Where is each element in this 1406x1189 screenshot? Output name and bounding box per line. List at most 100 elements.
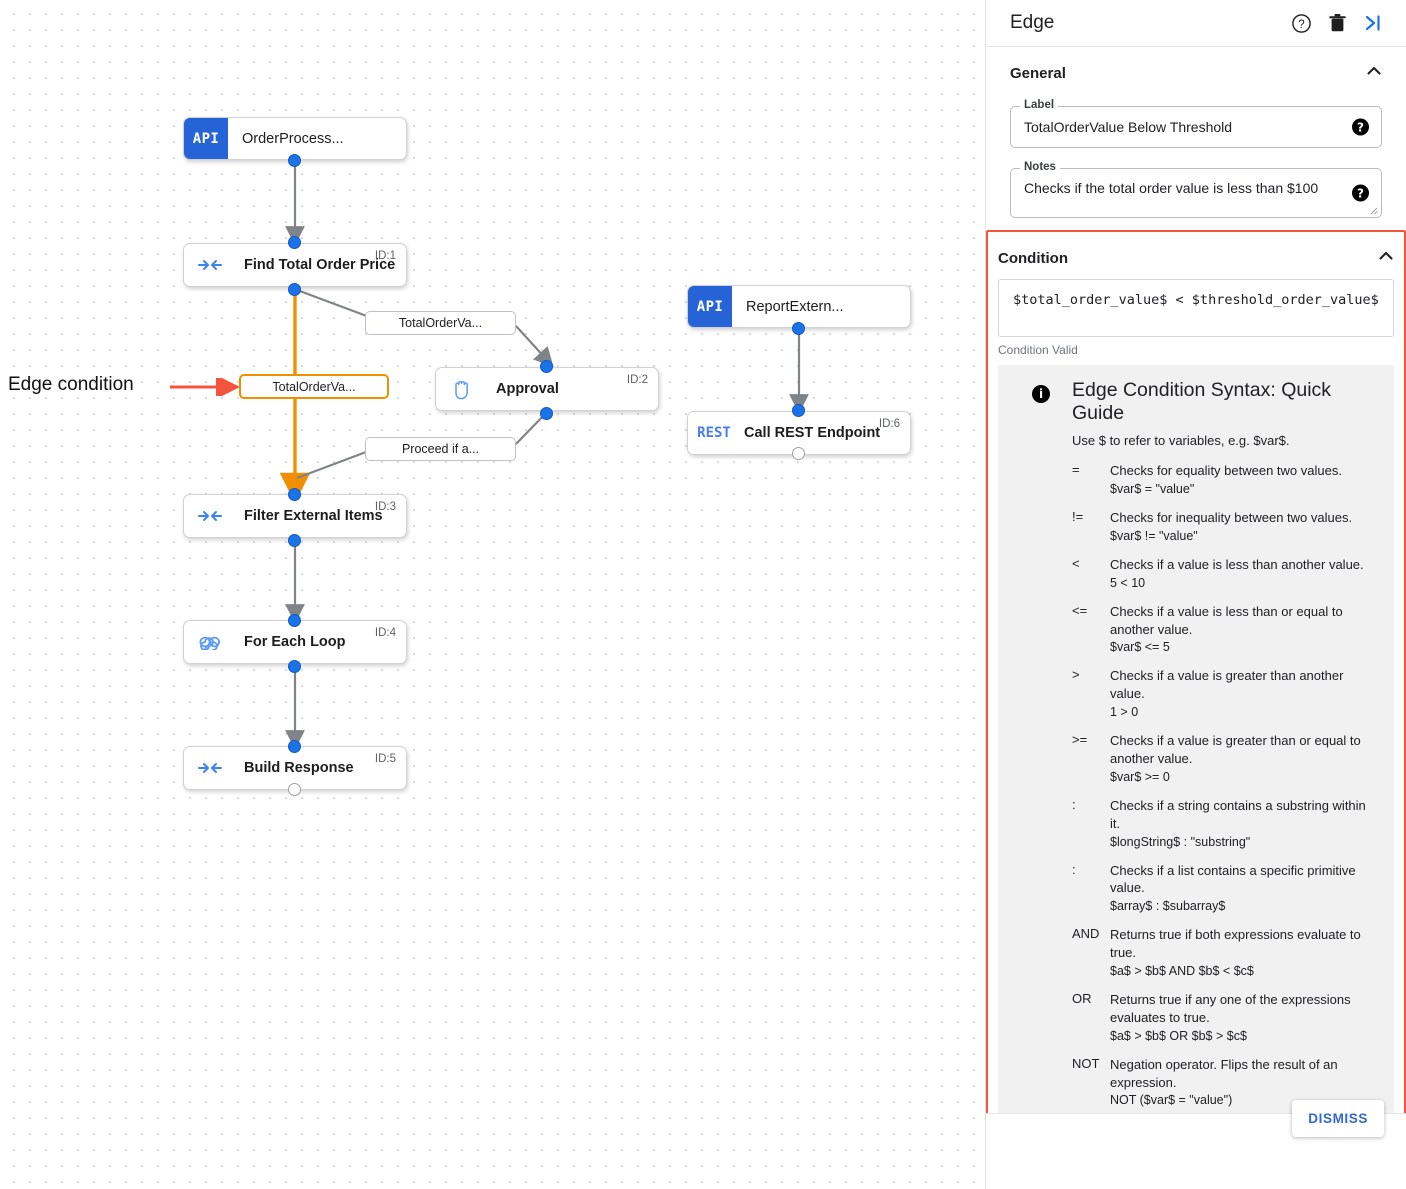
operator-symbol: :: [1072, 796, 1076, 812]
annotation-arrow-icon: [170, 378, 240, 396]
node-report-extern[interactable]: API ReportExtern...: [687, 285, 911, 328]
node-output-port[interactable]: [540, 407, 553, 420]
panel-scroll-area[interactable]: General Label TotalOrderValue Below Thre…: [986, 47, 1406, 1113]
operator-symbol: <: [1072, 555, 1080, 571]
general-heading: General: [1010, 65, 1066, 82]
rest-badge: REST: [688, 412, 740, 454]
edge-connections-layer: [279, 160, 809, 750]
node-id: ID:5: [374, 753, 396, 765]
node-find-total-order-price[interactable]: Find Total Order Price ID:1: [183, 243, 407, 287]
operator-description: Checks for equality between two values.: [1110, 463, 1342, 478]
notes-field-caption: Notes: [1020, 161, 1060, 173]
operator-row: : Checks if a string contains a substrin…: [1072, 797, 1378, 851]
condition-section-header[interactable]: Condition: [988, 232, 1404, 279]
edge-label[interactable]: TotalOrderVa...: [365, 311, 516, 335]
node-output-port[interactable]: [792, 447, 805, 460]
edge-label[interactable]: Proceed if a...: [365, 437, 516, 461]
flow-canvas[interactable]: API OrderProcess... Find Total Order Pri…: [0, 0, 985, 1189]
node-output-port[interactable]: [792, 322, 805, 335]
operator-symbol: !=: [1072, 508, 1084, 524]
operator-description: Checks if a string contains a substring …: [1110, 797, 1366, 831]
merge-arrows-icon: [188, 760, 232, 776]
condition-status-text: Condition Valid: [998, 343, 1078, 357]
condition-heading: Condition: [998, 250, 1068, 267]
info-icon: i: [1032, 385, 1050, 403]
operator-row: >= Checks if a value is greater than or …: [1072, 732, 1378, 786]
edge-properties-panel: Edge ?: [985, 0, 1406, 1189]
operator-example: $var$ = "value": [1110, 481, 1195, 496]
operator-description: Checks if a list contains a specific pri…: [1110, 862, 1356, 896]
operator-example: 5 < 10: [1110, 575, 1146, 590]
help-icon[interactable]: ?: [1286, 8, 1316, 38]
guide-header: i Edge Condition Syntax: Quick Guide: [1014, 379, 1378, 425]
condition-section-highlighted: Condition $total_order_value$ < $thresho…: [986, 230, 1406, 1113]
operator-example: $var$ <= 5: [1110, 640, 1170, 655]
operator-row: <= Checks if a value is less than or equ…: [1072, 603, 1378, 657]
operator-row: : Checks if a list contains a specific p…: [1072, 862, 1378, 916]
merge-arrows-icon: [188, 508, 232, 524]
operator-example: $var$ != "value": [1110, 528, 1198, 543]
operator-example: $array$ : $subarray$: [1110, 899, 1226, 914]
operator-description: Returns true if both expressions evaluat…: [1110, 927, 1361, 961]
label-field[interactable]: Label TotalOrderValue Below Threshold ?: [1010, 99, 1382, 148]
node-input-port[interactable]: [288, 236, 301, 249]
operator-description: Checks if a value is greater than anothe…: [1110, 668, 1344, 702]
operator-symbol: OR: [1072, 991, 1092, 1007]
loop-icon: [188, 634, 232, 650]
label-field-value[interactable]: TotalOrderValue Below Threshold: [1010, 106, 1382, 148]
node-title: OrderProcess...: [242, 130, 344, 147]
node-title: Call REST Endpoint: [744, 425, 881, 441]
general-section-header[interactable]: General: [1000, 47, 1392, 96]
node-output-port[interactable]: [288, 660, 301, 673]
chevron-up-icon[interactable]: [1376, 246, 1396, 271]
operator-symbol: >=: [1072, 732, 1088, 748]
operator-symbol: :: [1072, 861, 1076, 877]
node-title: Approval: [496, 381, 559, 397]
edge-label-selected[interactable]: TotalOrderVa...: [239, 374, 389, 399]
operator-row: < Checks if a value is less than another…: [1072, 556, 1378, 592]
node-id: ID:2: [626, 374, 648, 386]
node-title: For Each Loop: [244, 634, 346, 650]
node-output-port[interactable]: [288, 534, 301, 547]
node-input-port[interactable]: [288, 614, 301, 627]
api-badge: API: [184, 118, 228, 159]
node-output-port[interactable]: [288, 283, 301, 296]
node-id: ID:1: [374, 250, 396, 262]
operator-example: $longString$ : "substring": [1110, 834, 1251, 849]
operator-description: Checks if a value is less than or equal …: [1110, 603, 1343, 637]
node-output-port[interactable]: [288, 154, 301, 167]
operator-row: OR Returns true if any one of the expres…: [1072, 991, 1378, 1045]
dismiss-button[interactable]: DISMISS: [1292, 1100, 1384, 1137]
svg-text:?: ?: [1298, 19, 1304, 31]
node-output-port[interactable]: [288, 783, 301, 796]
node-input-port[interactable]: [792, 404, 805, 417]
node-input-port[interactable]: [288, 740, 301, 753]
guide-title: Edge Condition Syntax: Quick Guide: [1072, 379, 1332, 424]
node-title: ReportExtern...: [746, 298, 844, 315]
node-approval[interactable]: Approval ID:2: [435, 367, 659, 411]
collapse-panel-icon[interactable]: [1358, 8, 1388, 38]
edge-label-text: TotalOrderVa...: [272, 379, 356, 394]
chevron-up-icon[interactable]: [1364, 61, 1384, 86]
node-order-process[interactable]: API OrderProcess...: [183, 117, 407, 160]
edge-condition-syntax-guide: i Edge Condition Syntax: Quick Guide Use…: [998, 365, 1394, 1113]
operator-symbol: >: [1072, 667, 1080, 683]
notes-field-value[interactable]: Checks if the total order value is less …: [1010, 168, 1382, 218]
api-badge: API: [688, 286, 732, 327]
operator-example: 1 > 0: [1110, 705, 1139, 720]
operator-example: $var$ >= 0: [1110, 769, 1170, 784]
notes-field[interactable]: Notes Checks if the total order value is…: [1010, 161, 1382, 218]
operator-example: NOT ($var$ = "value"): [1110, 1093, 1233, 1108]
condition-expression-input[interactable]: $total_order_value$ < $threshold_order_v…: [998, 279, 1394, 337]
node-title: Filter External Items: [244, 508, 383, 524]
label-help-icon[interactable]: ?: [1352, 118, 1369, 136]
delete-icon[interactable]: [1322, 8, 1352, 38]
operator-symbol: <=: [1072, 602, 1088, 618]
node-input-port[interactable]: [540, 360, 553, 373]
node-id: ID:6: [878, 418, 900, 430]
node-input-port[interactable]: [288, 488, 301, 501]
notes-help-icon[interactable]: ?: [1352, 184, 1369, 202]
resize-handle[interactable]: [1369, 206, 1378, 215]
operator-description: Checks for inequality between two values…: [1110, 509, 1353, 525]
operator-row: > Checks if a value is greater than anot…: [1072, 667, 1378, 721]
